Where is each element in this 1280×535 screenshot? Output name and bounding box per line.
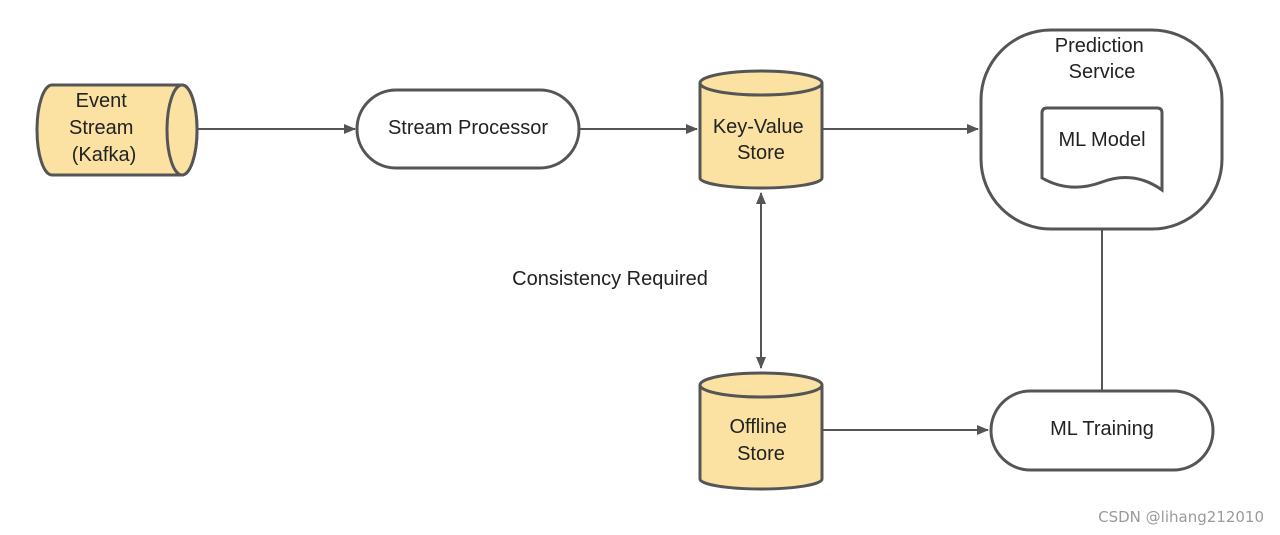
key-value-store-label: Key-Value Store xyxy=(713,116,809,164)
event-stream-node: Event Stream (Kafka) xyxy=(35,83,199,177)
watermark-text: CSDN @lihang212010 xyxy=(1098,508,1264,526)
ml-model-node: ML Model xyxy=(1040,106,1164,193)
event-stream-cylinder-cap xyxy=(165,83,199,177)
key-value-store-cylinder-top xyxy=(698,69,824,97)
stream-processor-shape xyxy=(355,88,581,170)
ml-training-label: ML Training xyxy=(1050,418,1154,440)
ml-model-document-shape xyxy=(1040,106,1164,193)
stream-processor-node: Stream Processor xyxy=(355,88,581,170)
event-stream-label: Event Stream (Kafka) xyxy=(69,90,139,166)
key-value-store-cylinder-body xyxy=(698,83,824,190)
edges xyxy=(197,124,1107,435)
ml-model-label: ML Model xyxy=(1058,129,1145,151)
offline-store-node: Offline Store xyxy=(698,371,824,491)
ml-training-shape xyxy=(989,389,1215,472)
key-value-store-node: Key-Value Store xyxy=(698,69,824,190)
prediction-service-label: Prediction Service xyxy=(1055,35,1150,83)
offline-store-cylinder-top xyxy=(698,371,824,399)
stream-processor-label: Stream Processor xyxy=(388,117,548,139)
consistency-required-annotation: Consistency Required xyxy=(512,268,708,290)
offline-store-cylinder-body xyxy=(698,385,824,491)
offline-store-label: Offline Store xyxy=(729,416,792,465)
ml-training-node: ML Training xyxy=(989,389,1215,472)
